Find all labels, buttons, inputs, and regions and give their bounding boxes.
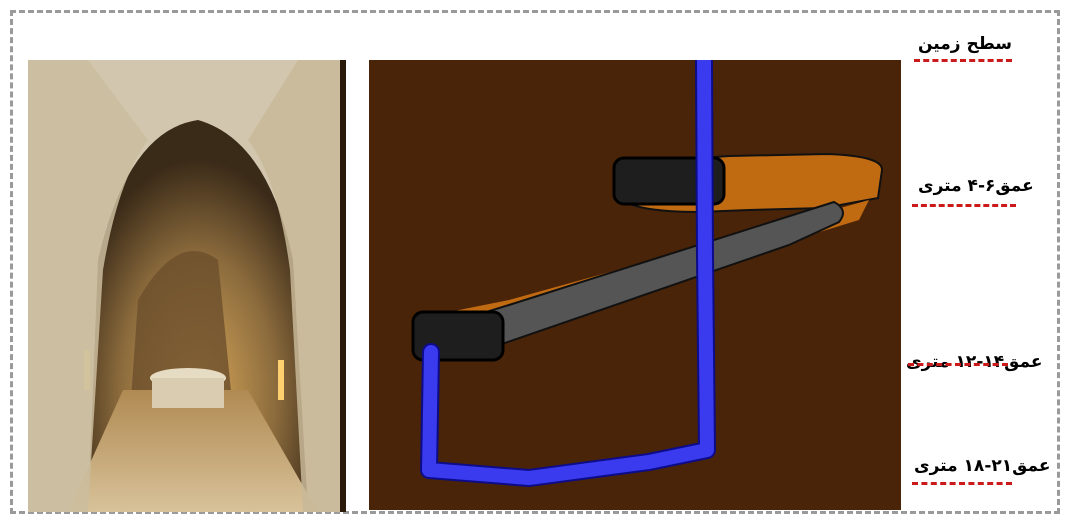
label-surface: سطح زمین bbox=[918, 34, 1012, 54]
label-depth-2: عمق۱۴-۱۲ متری bbox=[906, 352, 1042, 372]
underline-depth-3 bbox=[912, 482, 1012, 485]
underline-depth-2 bbox=[908, 363, 1008, 366]
label-depth-1: عمق۶-۴ متری bbox=[918, 176, 1034, 196]
underline-depth-1 bbox=[912, 204, 1016, 207]
underline-surface bbox=[914, 59, 1012, 62]
cave-tunnel-photo bbox=[28, 60, 346, 512]
qanat-cross-section-diagram bbox=[369, 60, 901, 510]
label-depth-3: عمق۲۱-۱۸ متری bbox=[914, 456, 1050, 476]
